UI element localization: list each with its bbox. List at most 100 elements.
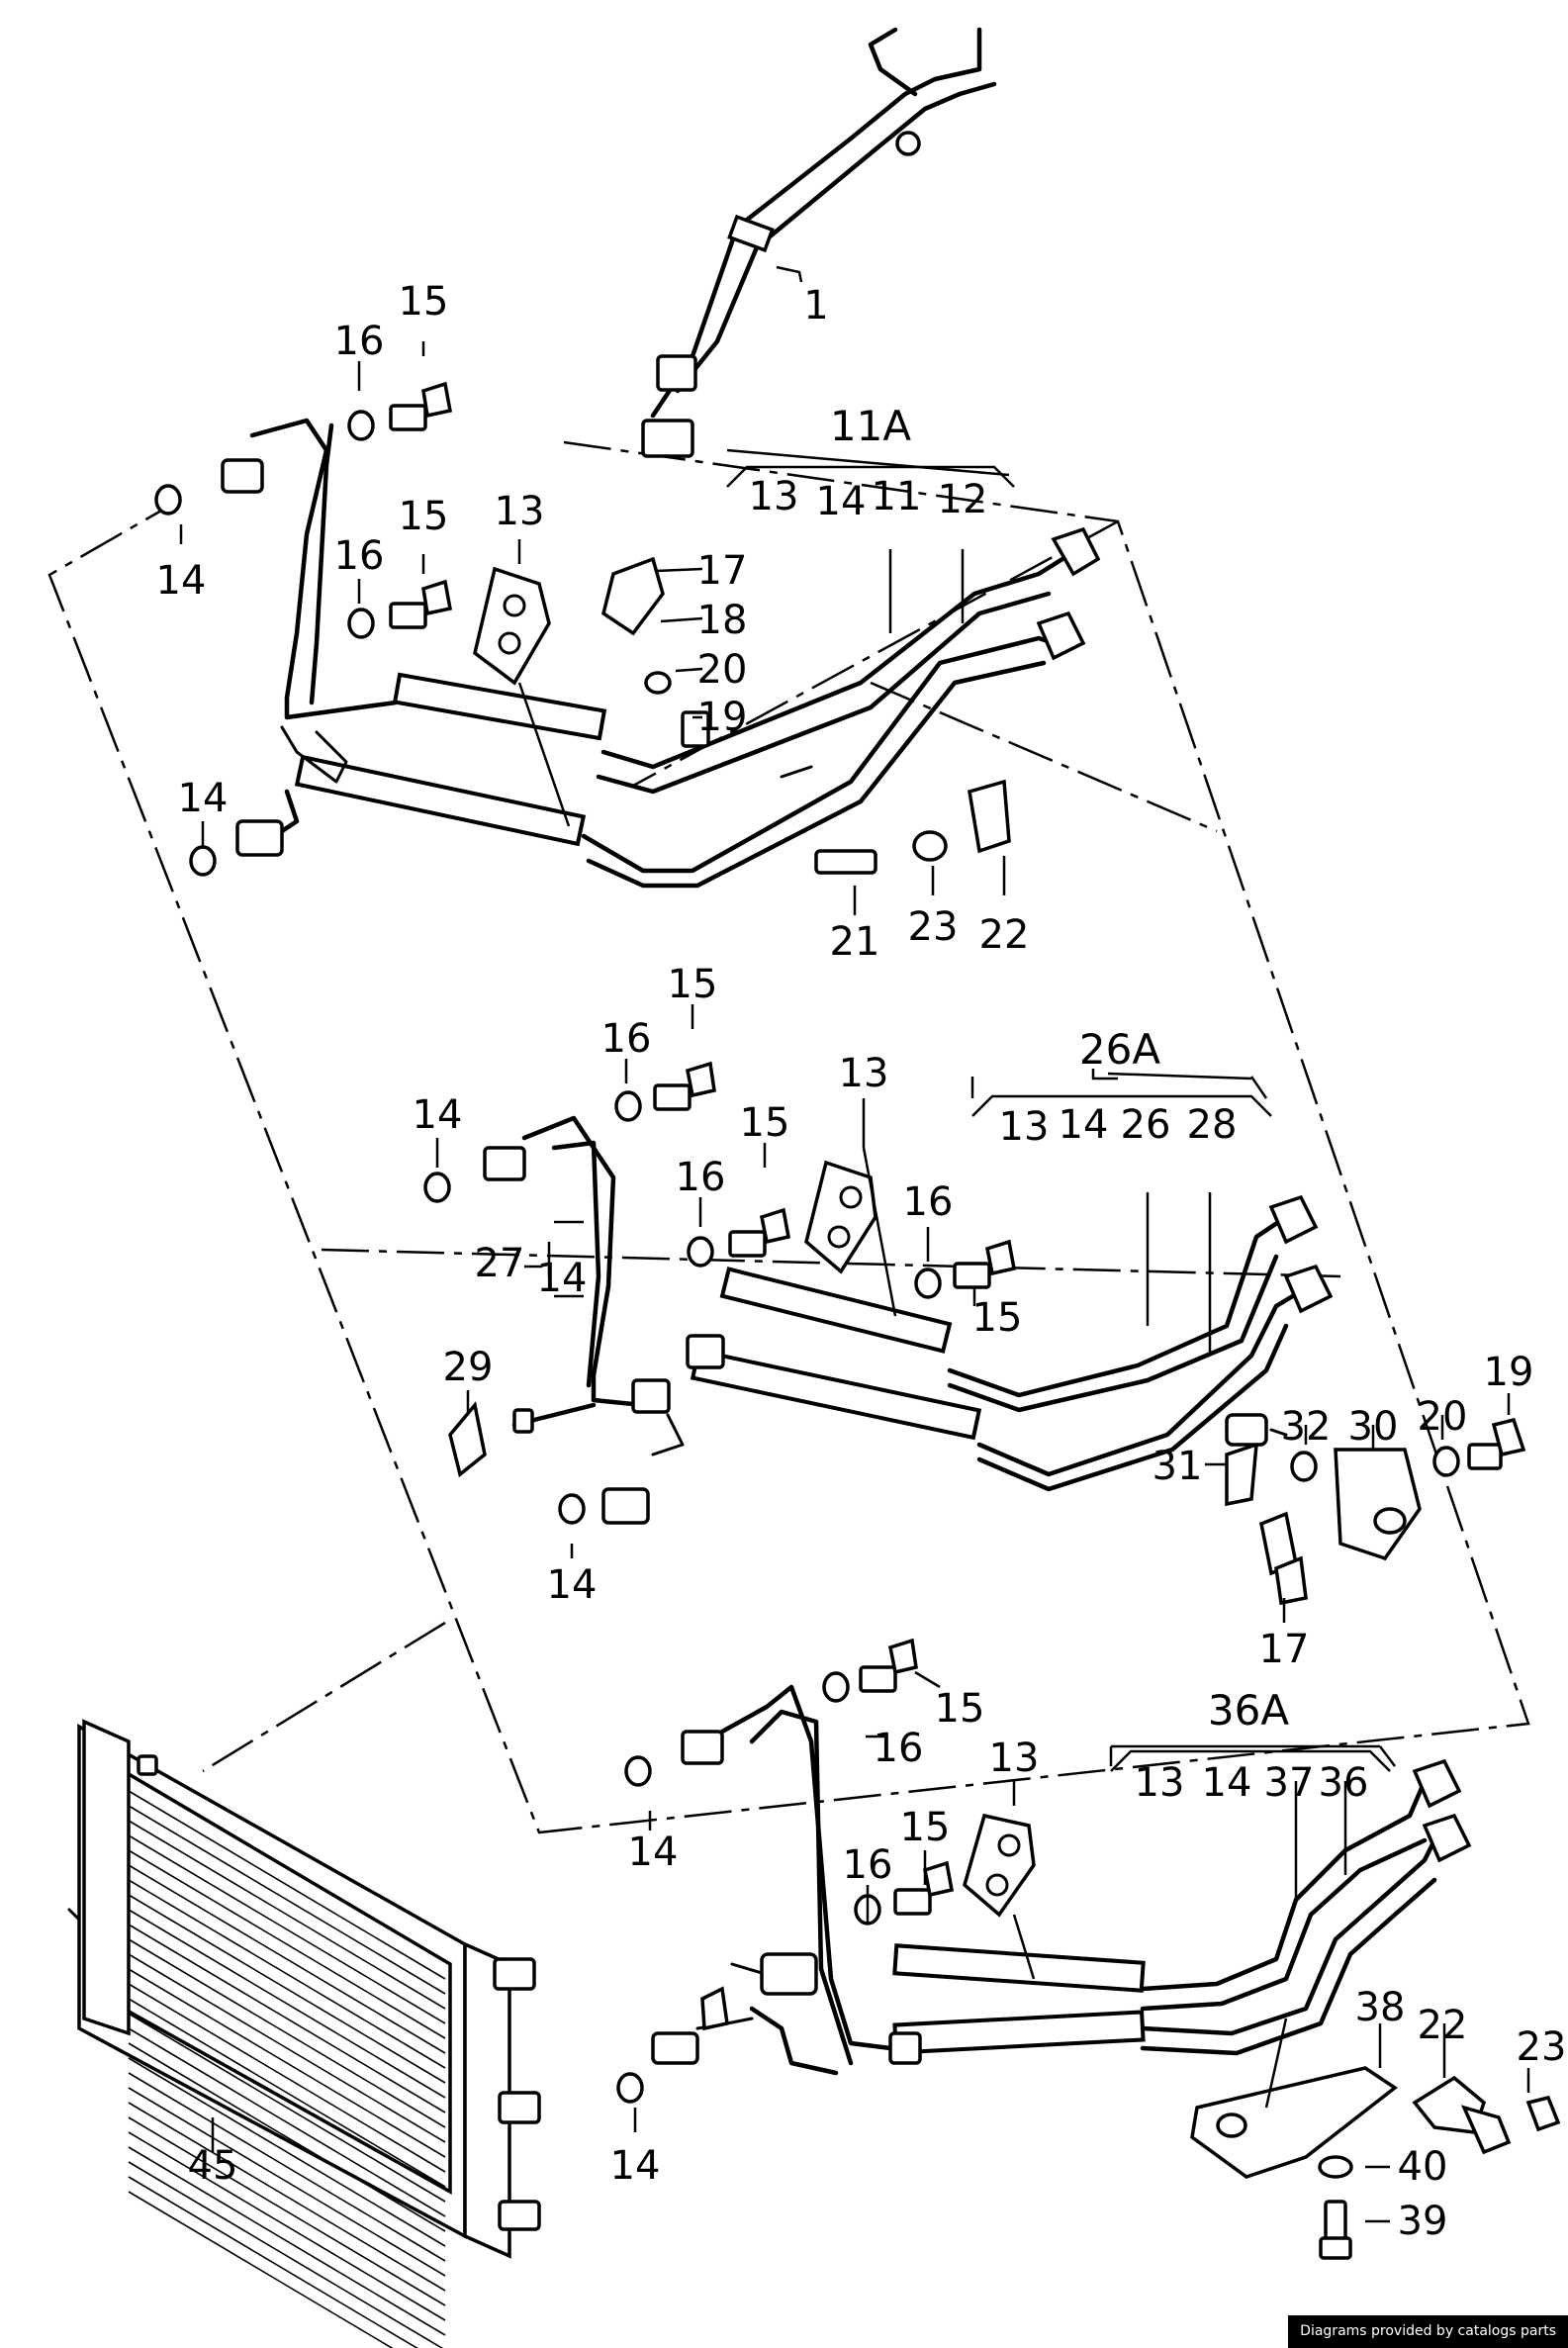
radiator-fin-line xyxy=(128,1953,446,2143)
radiator-45 xyxy=(67,1719,541,2348)
callout-22: 22 xyxy=(1418,2003,1468,2048)
callout-16: 16 xyxy=(843,1842,893,1888)
radiator-fin-line xyxy=(128,1938,446,2128)
callout-45: 45 xyxy=(188,2143,238,2189)
radiator-fin-line xyxy=(128,2042,446,2232)
callout-16: 16 xyxy=(334,533,385,579)
group-26A-member-4: 28 xyxy=(1187,1102,1238,1148)
callout-15: 15 xyxy=(399,494,449,539)
callout-15: 15 xyxy=(668,962,718,1007)
radiator-fin-line xyxy=(128,1820,446,2010)
radiator-fin-line xyxy=(128,2176,418,2348)
radiator-fin-line xyxy=(128,2191,394,2348)
callout-30: 30 xyxy=(1348,1404,1399,1450)
radiator-fin-line xyxy=(128,1879,446,2069)
callout-39: 39 xyxy=(1398,2199,1448,2244)
radiator-fin-line xyxy=(128,1849,446,2039)
group-26A-member-1: 13 xyxy=(999,1104,1050,1150)
callout-14: 14 xyxy=(628,1830,679,1875)
callout-19: 19 xyxy=(1484,1350,1534,1395)
callout-16: 16 xyxy=(601,1016,652,1062)
lower-oil-lines xyxy=(651,1684,1472,2076)
radiator-fin-line xyxy=(128,2087,446,2277)
callout-21: 21 xyxy=(830,919,880,965)
group-label-11A: 11A xyxy=(830,402,911,450)
callout-labels: 1 15 16 14 15 16 13 17 18 20 19 14 21 23… xyxy=(156,279,1567,2244)
radiator-fin-line xyxy=(128,2027,446,2217)
callout-15: 15 xyxy=(900,1805,951,1850)
group-11A-member-1: 13 xyxy=(749,474,799,519)
radiator-fin-line xyxy=(128,1909,446,2099)
callout-27: 27 xyxy=(475,1241,525,1286)
group-11A-member-3: 11 xyxy=(872,474,922,519)
leader-lines xyxy=(179,265,1530,2223)
group-36A-member-1: 13 xyxy=(1135,1760,1185,1806)
radiator-fin-line xyxy=(128,2072,446,2262)
radiator-fin-line xyxy=(128,1790,446,1980)
callout-14: 14 xyxy=(413,1092,463,1138)
radiator-fin-line xyxy=(128,2131,446,2321)
line-1 xyxy=(641,27,997,458)
callout-14: 14 xyxy=(547,1562,598,1608)
group-11A-member-2: 14 xyxy=(816,479,867,524)
radiator-fin-line xyxy=(128,2161,444,2348)
callout-13: 13 xyxy=(839,1051,889,1096)
group-label-26A: 26A xyxy=(1079,1025,1160,1074)
callout-14: 14 xyxy=(537,1256,588,1301)
radiator-fin-line xyxy=(128,1805,446,1995)
radiator-fin-line xyxy=(128,2116,446,2306)
callout-22: 22 xyxy=(979,912,1030,958)
group-bracket-36A: 36A 13 14 37 36 xyxy=(1110,1686,1391,1806)
callout-15: 15 xyxy=(935,1686,985,1732)
callout-15: 15 xyxy=(740,1100,790,1146)
callout-31: 31 xyxy=(1153,1444,1203,1489)
callout-40: 40 xyxy=(1398,2144,1448,2190)
group-26A-member-3: 26 xyxy=(1121,1102,1171,1148)
radiator-fin-line xyxy=(128,1834,446,2024)
callout-29: 29 xyxy=(443,1345,494,1390)
callout-19: 19 xyxy=(697,695,748,740)
group-36A-member-3: 37 xyxy=(1264,1760,1315,1806)
callout-15: 15 xyxy=(399,279,449,325)
radiator-fin-line xyxy=(128,1968,446,2158)
callout-14: 14 xyxy=(156,558,207,604)
callout-1: 1 xyxy=(803,283,828,329)
diagram-credit: Diagrams provided by catalogs parts xyxy=(1288,2315,1568,2348)
group-26A-member-2: 14 xyxy=(1059,1102,1109,1148)
callout-16: 16 xyxy=(874,1726,924,1771)
radiator-fin-line xyxy=(128,1864,446,2054)
group-36A-member-2: 14 xyxy=(1202,1760,1252,1806)
radiator-fin-line xyxy=(128,2102,446,2292)
callout-14: 14 xyxy=(178,776,229,821)
radiator-fin-line xyxy=(128,2057,446,2247)
group-11A-member-4: 12 xyxy=(938,477,988,522)
group-label-36A: 36A xyxy=(1208,1686,1289,1735)
upper-oil-lines xyxy=(221,418,1101,889)
group-bracket-11A: 11A 13 14 11 12 xyxy=(726,402,1015,524)
group-bracket-26A: 26A 13 14 26 28 xyxy=(971,1025,1272,1150)
callout-17: 17 xyxy=(697,548,748,594)
callout-38: 38 xyxy=(1355,1985,1406,2030)
callout-23: 23 xyxy=(1517,2024,1567,2070)
radiator-fin-line xyxy=(128,2146,446,2336)
radiator-fin-line xyxy=(128,1998,446,2188)
callout-18: 18 xyxy=(697,598,748,643)
callout-13: 13 xyxy=(495,489,545,534)
lower-hardware xyxy=(616,1638,1561,2260)
radiator-fin-line xyxy=(128,1983,446,2173)
middle-hardware xyxy=(423,1061,1526,1606)
middle-oil-lines xyxy=(511,1115,1334,1525)
callout-15: 15 xyxy=(972,1295,1023,1341)
group-36A-member-4: 36 xyxy=(1319,1760,1369,1806)
upper-hardware xyxy=(154,381,1011,877)
callout-16: 16 xyxy=(676,1155,726,1200)
radiator-fin-line xyxy=(128,1924,446,2113)
callout-20: 20 xyxy=(1418,1394,1468,1440)
callout-14: 14 xyxy=(610,2143,661,2189)
callout-16: 16 xyxy=(334,319,385,364)
callout-16: 16 xyxy=(903,1179,954,1225)
radiator-fin-line xyxy=(128,2013,446,2203)
callout-17: 17 xyxy=(1259,1627,1310,1672)
callout-13: 13 xyxy=(989,1736,1040,1781)
